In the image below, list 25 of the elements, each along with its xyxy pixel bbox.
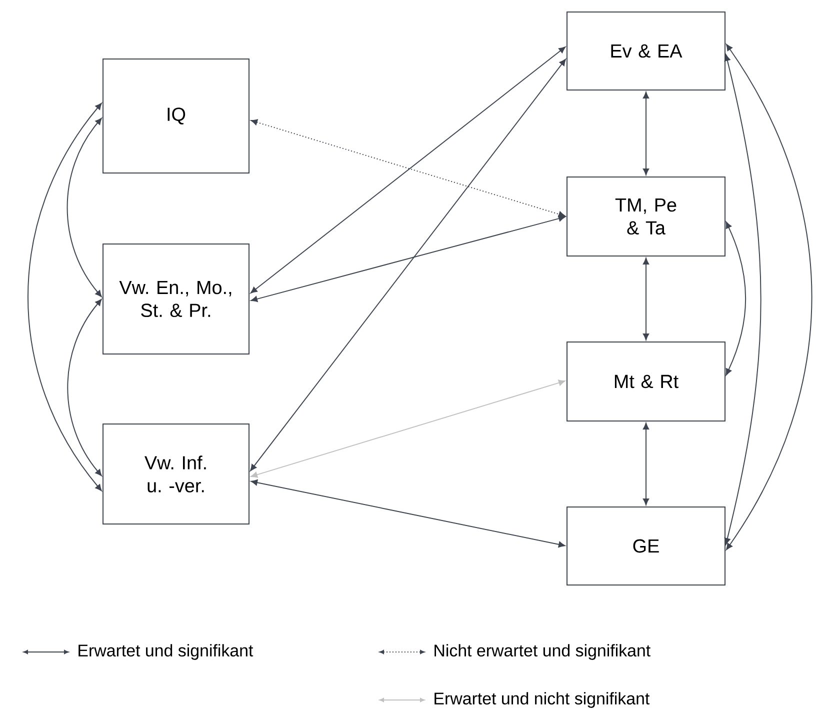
- arrow: [250, 380, 566, 478]
- arrow: [250, 215, 566, 302]
- process-box: Vw. En., Mo., St. & Pr.: [102, 244, 250, 354]
- arrow: [642, 92, 650, 176]
- arrow: [250, 58, 566, 472]
- process-box: Ev & EA: [566, 12, 726, 90]
- process-box: IQ: [102, 58, 250, 174]
- process-box: Vw. Inf. u. -ver.: [102, 424, 250, 524]
- process-box: TM, Pe & Ta: [566, 176, 726, 256]
- arrow: [642, 258, 650, 340]
- arrow: [250, 480, 566, 548]
- arrow: [724, 54, 762, 545]
- legend-text: Nicht erwartet und signifikant: [434, 644, 650, 660]
- arrow: [642, 422, 650, 506]
- arrow: [250, 46, 566, 294]
- arrow: [250, 119, 566, 218]
- arrow: [726, 44, 812, 550]
- process-box: Mt & Rt: [566, 342, 726, 422]
- legend-text: Erwartet und nicht signifikant: [434, 692, 650, 708]
- arrow: [66, 118, 102, 298]
- arrow: [726, 222, 746, 376]
- arrow: [27, 102, 102, 492]
- process-box: GE: [566, 506, 726, 586]
- arrow: [67, 298, 102, 476]
- legend-text: Erwartet und signifikant: [78, 644, 254, 660]
